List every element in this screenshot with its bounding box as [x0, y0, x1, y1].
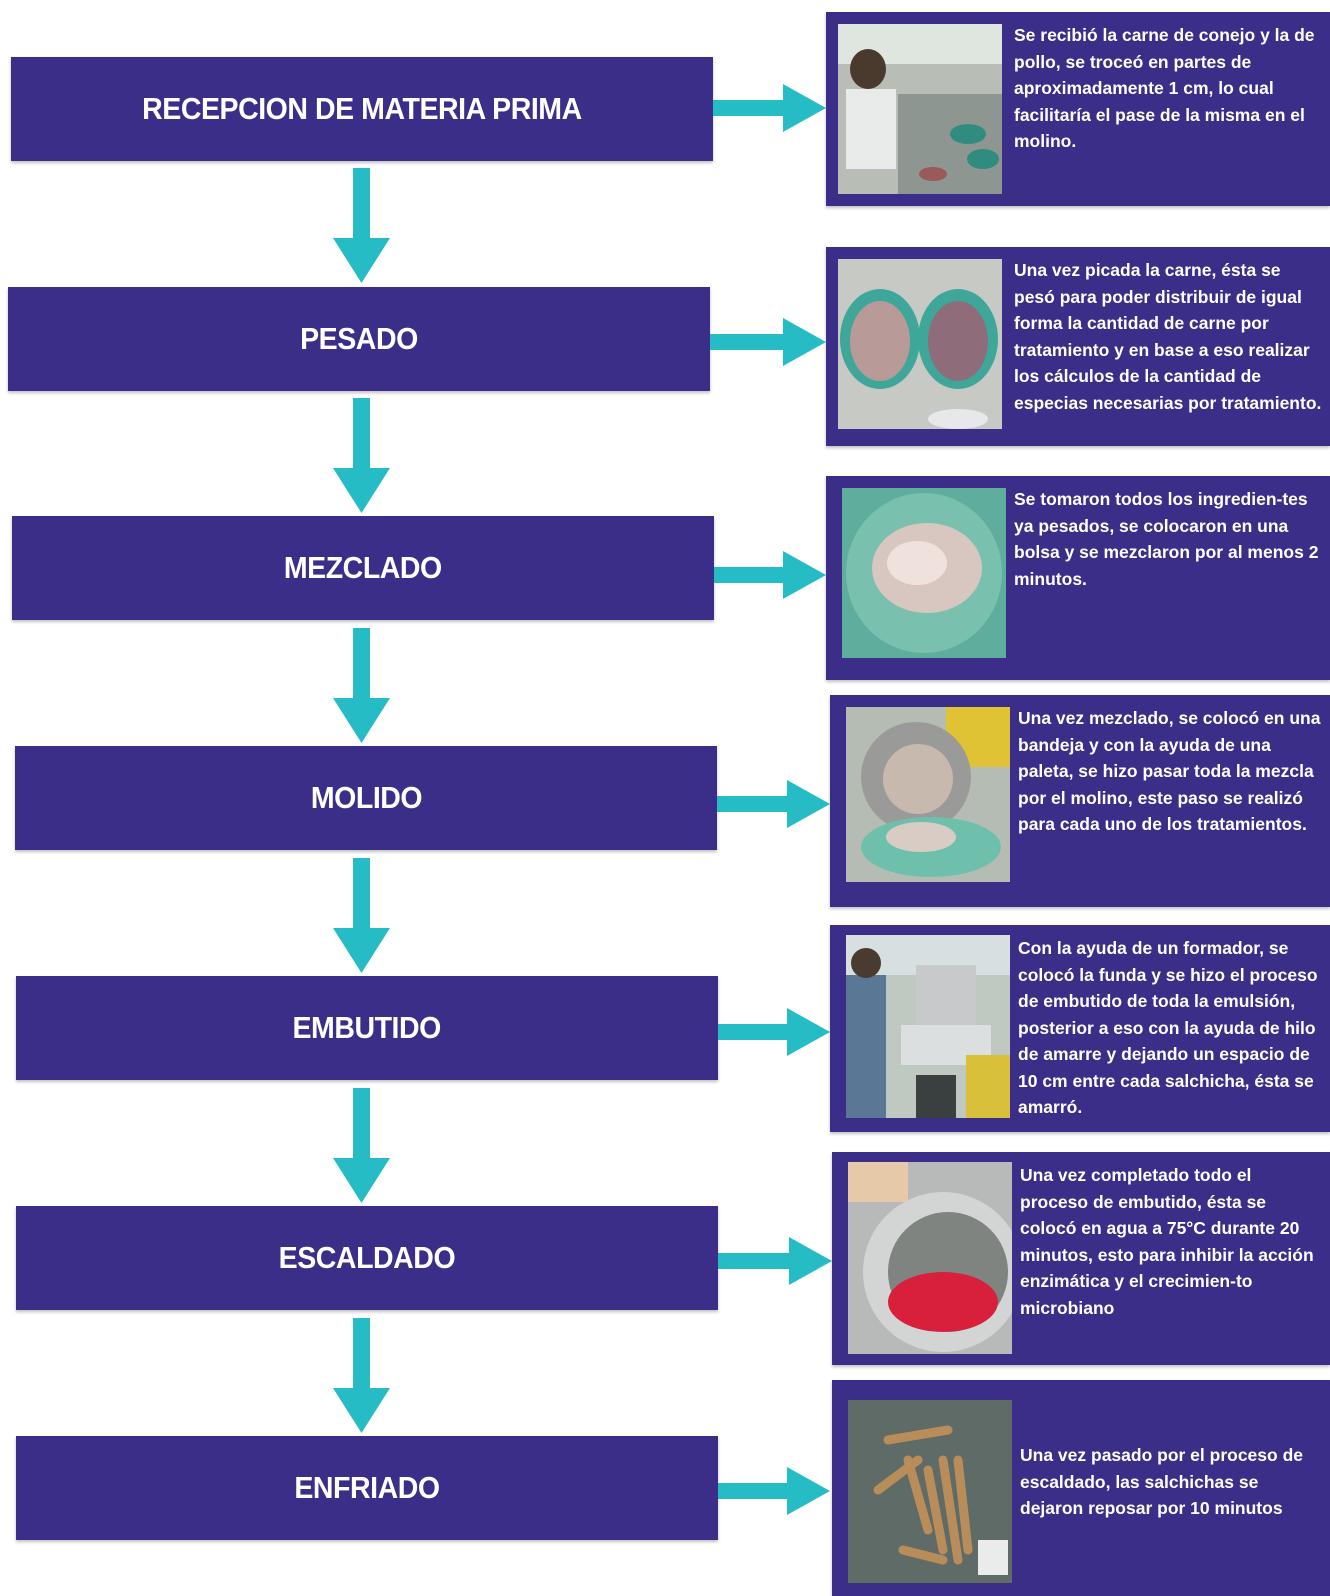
right-arrow-icon [718, 1008, 830, 1056]
down-arrow-icon [333, 628, 390, 743]
step-description: Una vez pasado por el proceso de escalda… [1020, 1445, 1303, 1518]
desc-panel-embutido: Con la ayuda de un formador, se colocó l… [830, 925, 1330, 1132]
right-arrow-icon [718, 1237, 832, 1285]
desc-panel-recepcion: Se recibió la carne de conejo y la de po… [826, 12, 1330, 206]
step-box-mezclado: MEZCLADO [12, 516, 714, 620]
down-arrow-icon [333, 168, 390, 283]
step-box-enfriado: ENFRIADO [16, 1436, 718, 1540]
step-description: Se tomaron todos los ingredien-tes ya pe… [1014, 489, 1319, 589]
step-box-embutido: EMBUTIDO [16, 976, 718, 1080]
step-label: RECEPCION DE MATERIA PRIMA [142, 91, 582, 126]
step-label: EMBUTIDO [292, 1010, 442, 1045]
desc-panel-mezclado: Se tomaron todos los ingredien-tes ya pe… [826, 476, 1330, 680]
down-arrow-icon [333, 858, 390, 973]
step-label: MOLIDO [310, 780, 422, 815]
step-description: Una vez mezclado, se colocó en una bande… [1018, 708, 1321, 834]
step-box-pesado: PESADO [8, 287, 710, 391]
desc-panel-pesado: Una vez picada la carne, ésta se pesó pa… [826, 247, 1330, 446]
step-box-molido: MOLIDO [15, 746, 717, 850]
mixed-meat-bowl-photo [842, 488, 1006, 658]
right-arrow-icon [718, 1467, 830, 1515]
step-description: Se recibió la carne de conejo y la de po… [1014, 25, 1315, 151]
step-box-recepcion: RECEPCION DE MATERIA PRIMA [11, 57, 713, 161]
desc-panel-escaldado: Una vez completado todo el proceso de em… [832, 1152, 1330, 1365]
down-arrow-icon [333, 1318, 390, 1433]
scalding-pot-photo [848, 1162, 1012, 1354]
step-label: PESADO [300, 321, 418, 356]
down-arrow-icon [333, 398, 390, 513]
meat-grinder-photo [846, 707, 1010, 882]
right-arrow-icon [717, 780, 830, 828]
step-description: Una vez picada la carne, ésta se pesó pa… [1014, 260, 1322, 413]
step-label: ENFRIADO [294, 1470, 440, 1505]
cooling-sausages-photo [848, 1400, 1012, 1583]
step-label: MEZCLADO [284, 550, 442, 585]
step-description: Con la ayuda de un formador, se colocó l… [1018, 938, 1318, 1117]
rabbit-chicken-meat-cutting-photo [838, 24, 1002, 194]
sausage-stuffing-photo [846, 935, 1010, 1118]
meat-bowls-photo [838, 259, 1002, 429]
down-arrow-icon [333, 1088, 390, 1203]
desc-panel-enfriado: Una vez pasado por el proceso de escalda… [832, 1380, 1330, 1596]
step-box-escaldado: ESCALDADO [16, 1206, 718, 1310]
step-description: Una vez completado todo el proceso de em… [1020, 1165, 1314, 1318]
right-arrow-icon [710, 318, 826, 366]
step-label: ESCALDADO [278, 1240, 456, 1275]
right-arrow-icon [713, 84, 826, 132]
right-arrow-icon [714, 551, 826, 599]
desc-panel-molido: Una vez mezclado, se colocó en una bande… [830, 695, 1330, 907]
